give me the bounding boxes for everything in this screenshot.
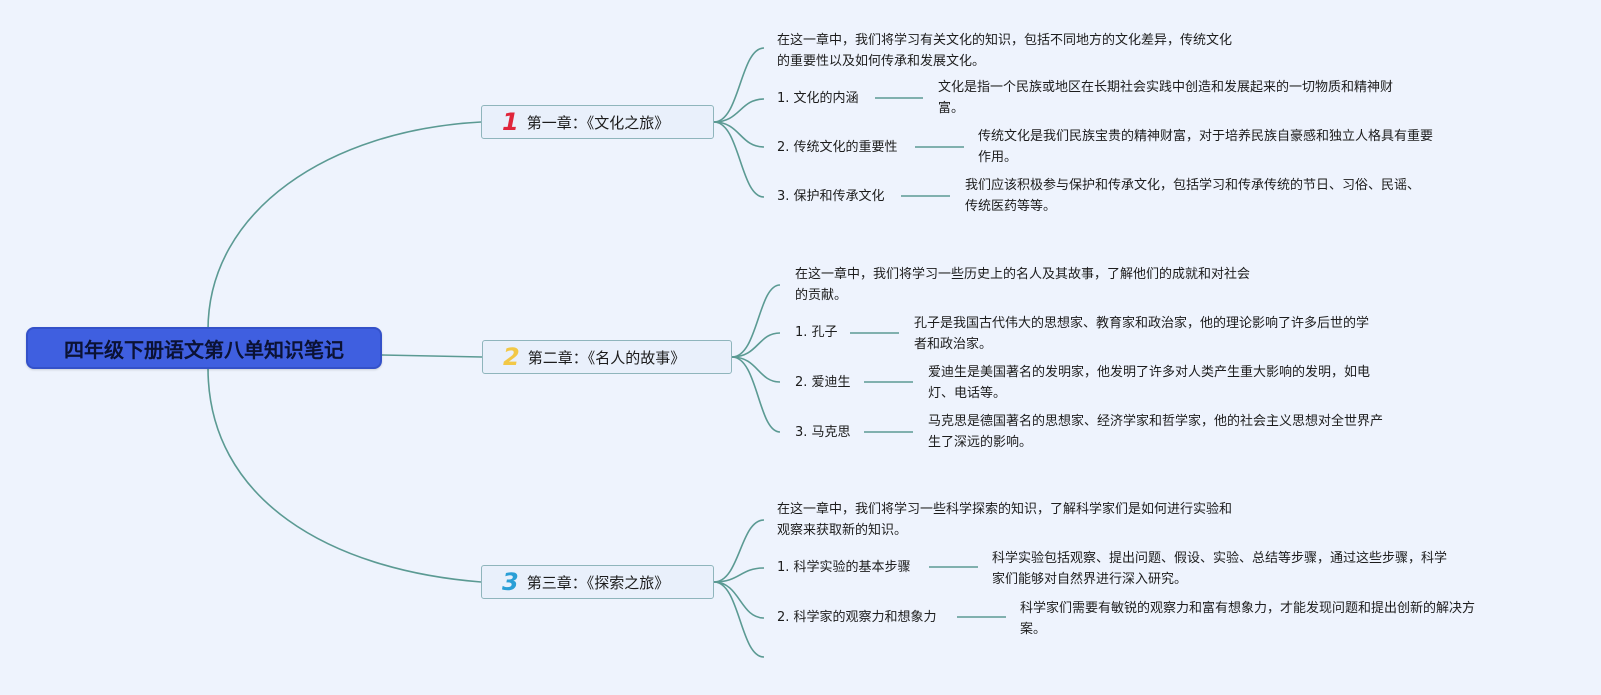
ch1-branch-p2 — [713, 121, 765, 148]
ch3-branch-p1 — [713, 567, 765, 583]
ch2-branch-p1 — [731, 332, 781, 358]
chapter-3-title: 第三章：《探索之旅》 — [526, 573, 670, 592]
ch2-branch-p2 — [731, 356, 781, 383]
chapter-2-point-2-detail[interactable]: 爱迪生是美国著名的发明家，他发明了许多对人类产生重大影响的发明，如电 灯、电话等… — [928, 365, 1371, 401]
chapter-3-point-1-detail[interactable]: 科学实验包括观察、提出问题、假设、实验、总结等步骤，通过这些步骤，科学 家们能够… — [992, 551, 1448, 587]
number-3-badge: 3 — [502, 568, 519, 596]
chapter-1-intro[interactable]: 在这一章中，我们将学习有关文化的知识，包括不同地方的文化差异，传统文化 的重要性… — [777, 33, 1233, 69]
chapter-2-point-3-label[interactable]: 3. 马克思 — [795, 425, 851, 440]
chapter-1-title: 第一章：《文化之旅》 — [526, 113, 670, 132]
chapter-1-point-2-label[interactable]: 2. 传统文化的重要性 — [777, 140, 898, 155]
ch2-branch-intro — [731, 284, 781, 358]
ch3-branch-p3-empty — [713, 581, 765, 658]
ch3-branch-p2 — [713, 581, 765, 619]
root-to-chapter-3-line — [207, 367, 482, 583]
chapter-3-point-2-detail[interactable]: 科学家们需要有敏锐的观察力和富有想象力，才能发现问题和提出创新的解决方 案。 — [1020, 601, 1476, 637]
chapter-1-point-2-detail[interactable]: 传统文化是我们民族宝贵的精神财富，对于培养民族自豪感和独立人格具有重要 作用。 — [978, 129, 1434, 165]
ch2-branch-p3 — [731, 356, 781, 433]
chapter-2-title: 第二章：《名人的故事》 — [527, 348, 686, 367]
ch3-branch-intro — [713, 519, 765, 583]
chapter-2-intro[interactable]: 在这一章中，我们将学习一些历史上的名人及其故事，了解他们的成就和对社会 的贡献。 — [795, 267, 1251, 303]
chapter-1-point-3-detail[interactable]: 我们应该积极参与保护和传承文化，包括学习和传承传统的节日、习俗、民谣、 传统医药… — [965, 178, 1421, 214]
chapter-1-point-1-label[interactable]: 1. 文化的内涵 — [777, 91, 859, 106]
chapter-2-point-2-label[interactable]: 2. 爱迪生 — [795, 375, 851, 390]
chapter-2-point-1-label[interactable]: 1. 孔子 — [795, 325, 838, 340]
chapter-2-point-1-detail[interactable]: 孔子是我国古代伟大的思想家、教育家和政治家，他的理论影响了许多后世的学 者和政治… — [914, 316, 1370, 352]
chapter-3-point-2-label[interactable]: 2. 科学家的观察力和想象力 — [777, 610, 937, 625]
chapter-1-point-1-detail[interactable]: 文化是指一个民族或地区在长期社会实践中创造和发展起来的一切物质和精神财 富。 — [938, 80, 1394, 116]
ch1-branch-p1 — [713, 98, 765, 123]
root-topic[interactable]: 四年级下册语文第八单知识笔记 — [26, 327, 382, 369]
root-to-chapter-1-line — [207, 121, 482, 331]
chapter-2-point-3-detail[interactable]: 马克思是德国著名的思想家、经济学家和哲学家，他的社会主义思想对全世界产 生了深远… — [928, 414, 1384, 450]
chapter-3-intro[interactable]: 在这一章中，我们将学习一些科学探索的知识，了解科学家们是如何进行实验和 观察来获… — [777, 502, 1233, 538]
chapter-3-topic[interactable]: 3 第三章：《探索之旅》 — [481, 565, 714, 599]
chapter-2-topic[interactable]: 2 第二章：《名人的故事》 — [482, 340, 732, 374]
root-to-chapter-2-line — [381, 354, 483, 358]
ch1-branch-p3 — [713, 121, 765, 198]
ch1-branch-intro — [713, 47, 765, 123]
number-1-badge: 1 — [502, 108, 519, 136]
chapter-1-topic[interactable]: 1 第一章：《文化之旅》 — [481, 105, 714, 139]
chapter-3-point-1-label[interactable]: 1. 科学实验的基本步骤 — [777, 560, 911, 575]
number-2-badge: 2 — [503, 343, 520, 371]
chapter-1-point-3-label[interactable]: 3. 保护和传承文化 — [777, 189, 885, 204]
